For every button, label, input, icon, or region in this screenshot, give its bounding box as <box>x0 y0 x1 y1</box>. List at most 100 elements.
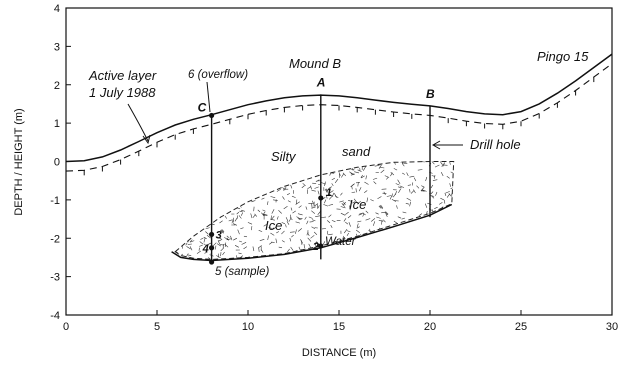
ice-speckle <box>411 257 416 260</box>
ice-speckle <box>465 182 466 186</box>
ice-speckle <box>452 250 454 253</box>
ice-speckle <box>327 220 331 224</box>
ice-speckle <box>217 240 220 245</box>
ice-speckle <box>401 253 403 258</box>
ice-speckle <box>193 216 197 218</box>
ice-speckle <box>458 223 459 227</box>
x-tick-label: 20 <box>424 321 436 333</box>
ice-speckle <box>307 232 310 236</box>
ice-speckle <box>260 212 265 216</box>
ice-speckle <box>264 161 269 163</box>
ice-speckle <box>307 186 312 190</box>
ice-speckle <box>216 243 222 247</box>
active-layer-date-label: 1 July 1988 <box>89 85 156 100</box>
ice-speckle <box>179 212 181 216</box>
ice-speckle <box>368 234 373 237</box>
ice-speckle <box>170 186 172 188</box>
ice-speckle <box>368 245 372 248</box>
ice-speckle <box>460 161 463 163</box>
ice-speckle <box>359 265 361 268</box>
ice-speckle <box>189 200 192 205</box>
ice-speckle <box>363 166 367 171</box>
y-tick-label: -3 <box>50 272 60 284</box>
point-4 <box>209 245 215 251</box>
point-5 <box>209 259 215 265</box>
ice-speckle <box>234 192 239 195</box>
ice-speckle <box>358 268 362 270</box>
ice-speckle <box>307 237 312 242</box>
ice-speckle <box>397 179 401 185</box>
ice-speckle <box>232 223 238 226</box>
ice-speckle <box>331 161 334 164</box>
ice-speckle <box>357 200 361 205</box>
ice-speckle <box>295 221 300 224</box>
ice-speckle <box>325 195 328 199</box>
ice-speckle <box>362 253 365 257</box>
ice-speckle <box>413 189 416 194</box>
ice-speckle <box>325 188 328 192</box>
ice-speckle <box>459 230 461 234</box>
ice-speckle <box>360 175 365 179</box>
ice-speckle <box>454 205 455 208</box>
ice-speckle <box>430 191 434 195</box>
ice-speckle <box>459 215 460 218</box>
ice-speckle <box>226 205 231 209</box>
ice-speckle <box>217 188 223 190</box>
ice-speckle <box>380 169 385 174</box>
ice-speckle <box>410 190 415 194</box>
ice-speckle <box>311 172 316 175</box>
ice-speckle <box>346 230 351 233</box>
ice-speckle <box>305 206 308 210</box>
ice-speckle <box>254 181 257 186</box>
ice-speckle <box>214 245 217 250</box>
ice-speckle <box>188 254 192 256</box>
ice-speckle <box>254 213 258 217</box>
ice-speckle <box>446 176 450 179</box>
ice-speckle <box>341 266 344 268</box>
ice-speckle <box>409 189 411 193</box>
ice-speckle <box>295 229 297 234</box>
ice-speckle <box>299 264 303 265</box>
ice-speckle <box>189 173 193 176</box>
ice-speckle <box>380 251 385 255</box>
ice-speckle <box>311 203 313 209</box>
ice-speckle <box>268 227 273 229</box>
ice-speckle <box>357 169 362 172</box>
ice-speckle <box>272 199 278 201</box>
x-axis-label: DISTANCE (m) <box>302 347 376 359</box>
ice-speckle <box>339 200 344 203</box>
ice-speckle <box>460 236 462 239</box>
ice-speckle <box>402 211 407 214</box>
ice-speckle <box>228 219 233 222</box>
ice-speckle <box>296 199 298 205</box>
ice-speckle <box>203 237 206 243</box>
ice-speckle <box>332 265 335 267</box>
ice-speckle <box>175 162 178 165</box>
ice-speckle <box>182 237 187 240</box>
ice-speckle <box>257 209 261 213</box>
ice-speckle <box>267 235 269 241</box>
ice-speckle <box>184 196 188 200</box>
ice-speckle <box>190 195 195 199</box>
ice-speckle <box>340 192 343 196</box>
ice-speckle <box>252 214 256 218</box>
ice-speckle <box>329 190 334 194</box>
ice-speckle <box>283 205 288 210</box>
ice-speckle <box>191 181 195 184</box>
ice-speckle <box>394 238 397 242</box>
ice-speckle <box>273 263 275 267</box>
ice-speckle <box>403 238 409 240</box>
point-label-3: 3 <box>216 229 222 241</box>
ice-speckle <box>375 212 379 215</box>
ice-speckle <box>381 211 386 214</box>
ice-speckle <box>228 174 233 178</box>
ice-speckle <box>243 187 248 192</box>
ice-speckle <box>324 199 327 204</box>
ice-speckle <box>461 226 465 227</box>
ice-speckle <box>307 168 311 173</box>
ice-speckle <box>458 204 461 206</box>
ice-speckle <box>422 246 426 248</box>
ice-speckle <box>238 240 243 243</box>
ice-speckle <box>267 201 269 205</box>
drill-hole-label-a: A <box>316 75 326 89</box>
